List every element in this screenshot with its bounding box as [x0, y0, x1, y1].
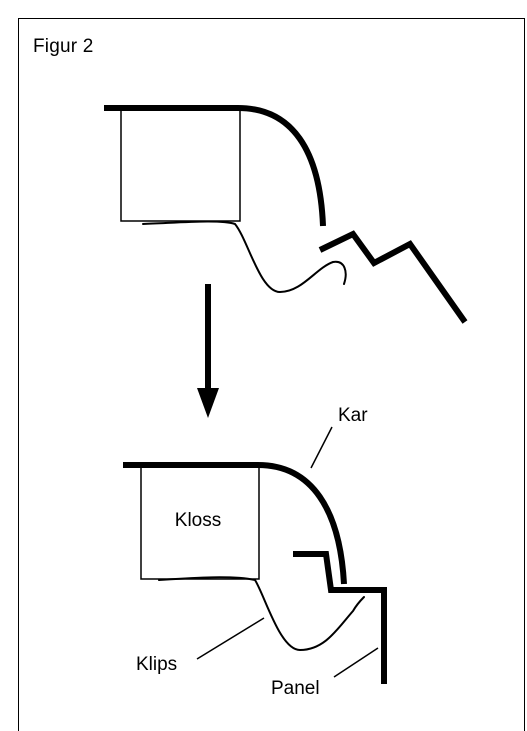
- figure-frame: [18, 18, 525, 731]
- top-block: [120, 108, 241, 222]
- kar-leader: [310, 426, 333, 469]
- top-kar-rim: [104, 105, 326, 227]
- top-clip: [142, 220, 347, 294]
- figure-title: Figur 2: [33, 36, 94, 57]
- kloss-label: Kloss: [175, 510, 221, 531]
- panel-label: Panel: [271, 678, 320, 699]
- panel-leader: [333, 647, 379, 678]
- down-arrow: [197, 284, 219, 418]
- top-illustration: [104, 105, 468, 324]
- bottom-clip: [158, 576, 365, 652]
- bottom-illustration: Kloss Kar Klips Panel: [123, 405, 387, 699]
- klips-label: Klips: [136, 654, 177, 675]
- bottom-kar-rim: [123, 462, 347, 585]
- klips-leader: [196, 617, 265, 660]
- top-panel: [318, 230, 468, 324]
- bottom-panel: [293, 551, 387, 684]
- kar-label: Kar: [338, 405, 368, 426]
